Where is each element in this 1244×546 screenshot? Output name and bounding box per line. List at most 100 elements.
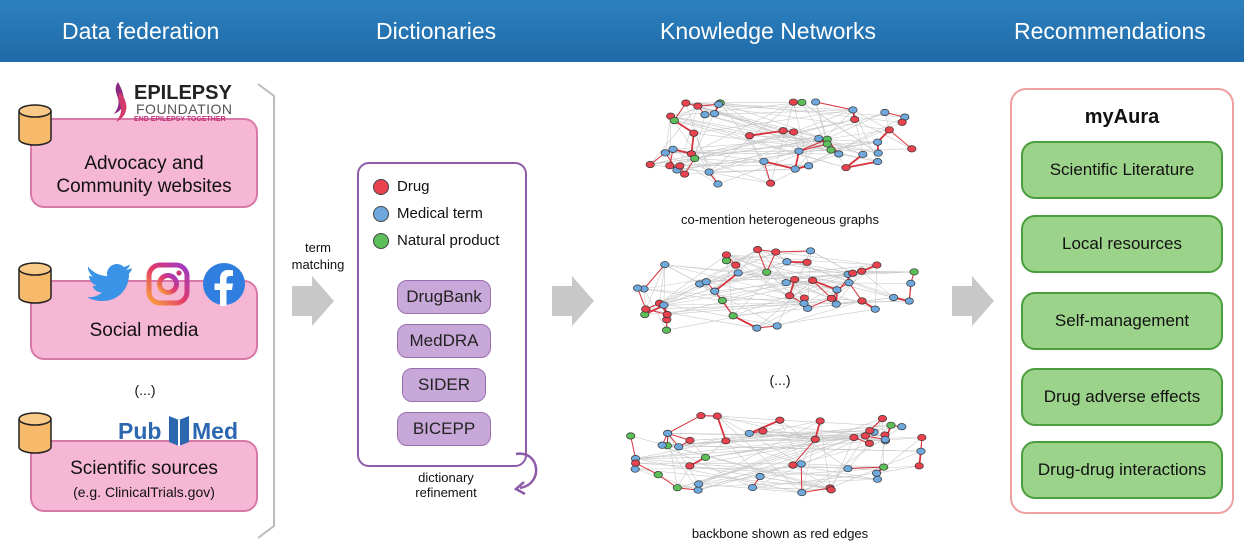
rec-local-resources: Local resources xyxy=(1021,215,1223,273)
network-node xyxy=(785,292,795,300)
network-backbone-edge xyxy=(775,250,811,253)
header-dictionaries: Dictionaries xyxy=(376,18,497,44)
refinement-line2: refinement xyxy=(415,485,477,500)
network-node xyxy=(744,429,754,437)
network-node xyxy=(645,160,655,169)
network-node xyxy=(886,421,896,429)
network-edge xyxy=(665,152,719,185)
medical-term-node-icon xyxy=(373,205,389,222)
network-edge xyxy=(737,249,758,274)
scientific-sources-box: Scientific sources (e.g. ClinicalTrials.… xyxy=(30,440,258,512)
network-edge xyxy=(635,462,802,465)
network-edge xyxy=(643,288,805,304)
refinement-line1: dictionary xyxy=(418,470,474,485)
pill-drugbank: DrugBank xyxy=(397,280,491,314)
network-node xyxy=(832,286,842,294)
network-edge xyxy=(698,424,892,491)
network-backbone-edge xyxy=(798,143,828,152)
network-backbone-edge xyxy=(748,419,781,435)
network-edge xyxy=(847,443,870,469)
term-matching-line2: matching xyxy=(291,257,345,272)
network-node xyxy=(916,447,926,455)
network-node xyxy=(675,162,685,170)
network-node xyxy=(860,432,870,440)
network-backbone-edge xyxy=(792,438,816,466)
network-node xyxy=(728,312,738,320)
network-edge xyxy=(669,116,671,166)
advocacy-label-line1: Advocacy and xyxy=(84,153,204,174)
network-node xyxy=(710,287,720,295)
network-node xyxy=(841,164,851,172)
network-edge xyxy=(735,264,808,309)
network-backbone-edge xyxy=(801,487,831,494)
network-node xyxy=(753,246,763,254)
network-node xyxy=(794,147,804,155)
sources-ellipsis: (...) xyxy=(134,382,156,398)
arrow-right-icon xyxy=(292,276,334,326)
dictionary-box: Drug Medical term Natural product DrugBa… xyxy=(357,162,527,467)
network-node xyxy=(700,111,710,119)
network-edge xyxy=(793,109,854,133)
network-node xyxy=(641,305,651,313)
network-edge xyxy=(792,464,831,489)
network-node xyxy=(631,459,641,467)
network-node xyxy=(704,168,714,176)
network-node xyxy=(897,423,907,431)
refinement-loop-arrow xyxy=(513,452,538,496)
network-backbone-edge xyxy=(815,101,854,111)
pill-sider: SIDER xyxy=(402,368,486,402)
network-node xyxy=(850,115,860,123)
network-edge xyxy=(674,120,847,168)
network-edge xyxy=(643,262,808,290)
header-knowledge-networks: Knowledge Networks xyxy=(660,18,877,44)
network-node xyxy=(884,126,894,134)
network-node xyxy=(696,412,706,420)
network-edge xyxy=(757,249,894,298)
network-edge xyxy=(685,102,853,111)
network-node xyxy=(758,427,768,435)
network-backbone-edge xyxy=(630,435,637,459)
network-edge xyxy=(663,249,758,306)
network-node xyxy=(826,294,836,302)
network-edge xyxy=(689,430,870,441)
network-node xyxy=(672,484,682,492)
network-backbone-edge xyxy=(714,272,739,292)
network-node xyxy=(849,433,859,442)
network-edge xyxy=(700,415,866,437)
network-node xyxy=(797,98,807,106)
epilepsy-foundation-logo: EPILEPSY FOUNDATION END EPILEPSY TOGETHE… xyxy=(106,80,266,124)
network-edge xyxy=(732,261,788,317)
network-node xyxy=(843,465,853,473)
legend-medical-term-label: Medical term xyxy=(397,205,483,222)
network-edge xyxy=(807,297,894,309)
network-edge xyxy=(635,439,816,459)
network-node xyxy=(694,480,704,488)
network-node xyxy=(700,453,711,461)
pubmed-book-icon xyxy=(169,416,189,446)
network-node xyxy=(674,443,684,451)
network-backbone-edge xyxy=(800,463,803,493)
network-edge xyxy=(757,249,805,299)
network-node xyxy=(681,99,691,107)
network-node xyxy=(906,279,916,287)
network-node xyxy=(848,106,858,114)
network-node xyxy=(822,140,832,148)
network-backbone-edge xyxy=(847,466,884,470)
network-node xyxy=(872,261,882,269)
term-matching-label: term matching xyxy=(290,239,346,273)
network-node xyxy=(771,248,781,256)
network-backbone-edge xyxy=(763,160,796,170)
network-edge xyxy=(714,264,737,292)
network-edge xyxy=(789,250,811,296)
network-edge xyxy=(705,437,854,458)
sources-bracket xyxy=(257,83,275,539)
network-edge xyxy=(770,102,794,184)
facebook-icon xyxy=(203,263,245,306)
network-node xyxy=(909,268,919,276)
term-matching-line1: term xyxy=(305,240,331,255)
network-node xyxy=(789,128,799,136)
network-edge xyxy=(720,102,800,152)
network-node xyxy=(870,305,880,313)
network-edge xyxy=(720,102,903,123)
network-node xyxy=(873,149,883,157)
